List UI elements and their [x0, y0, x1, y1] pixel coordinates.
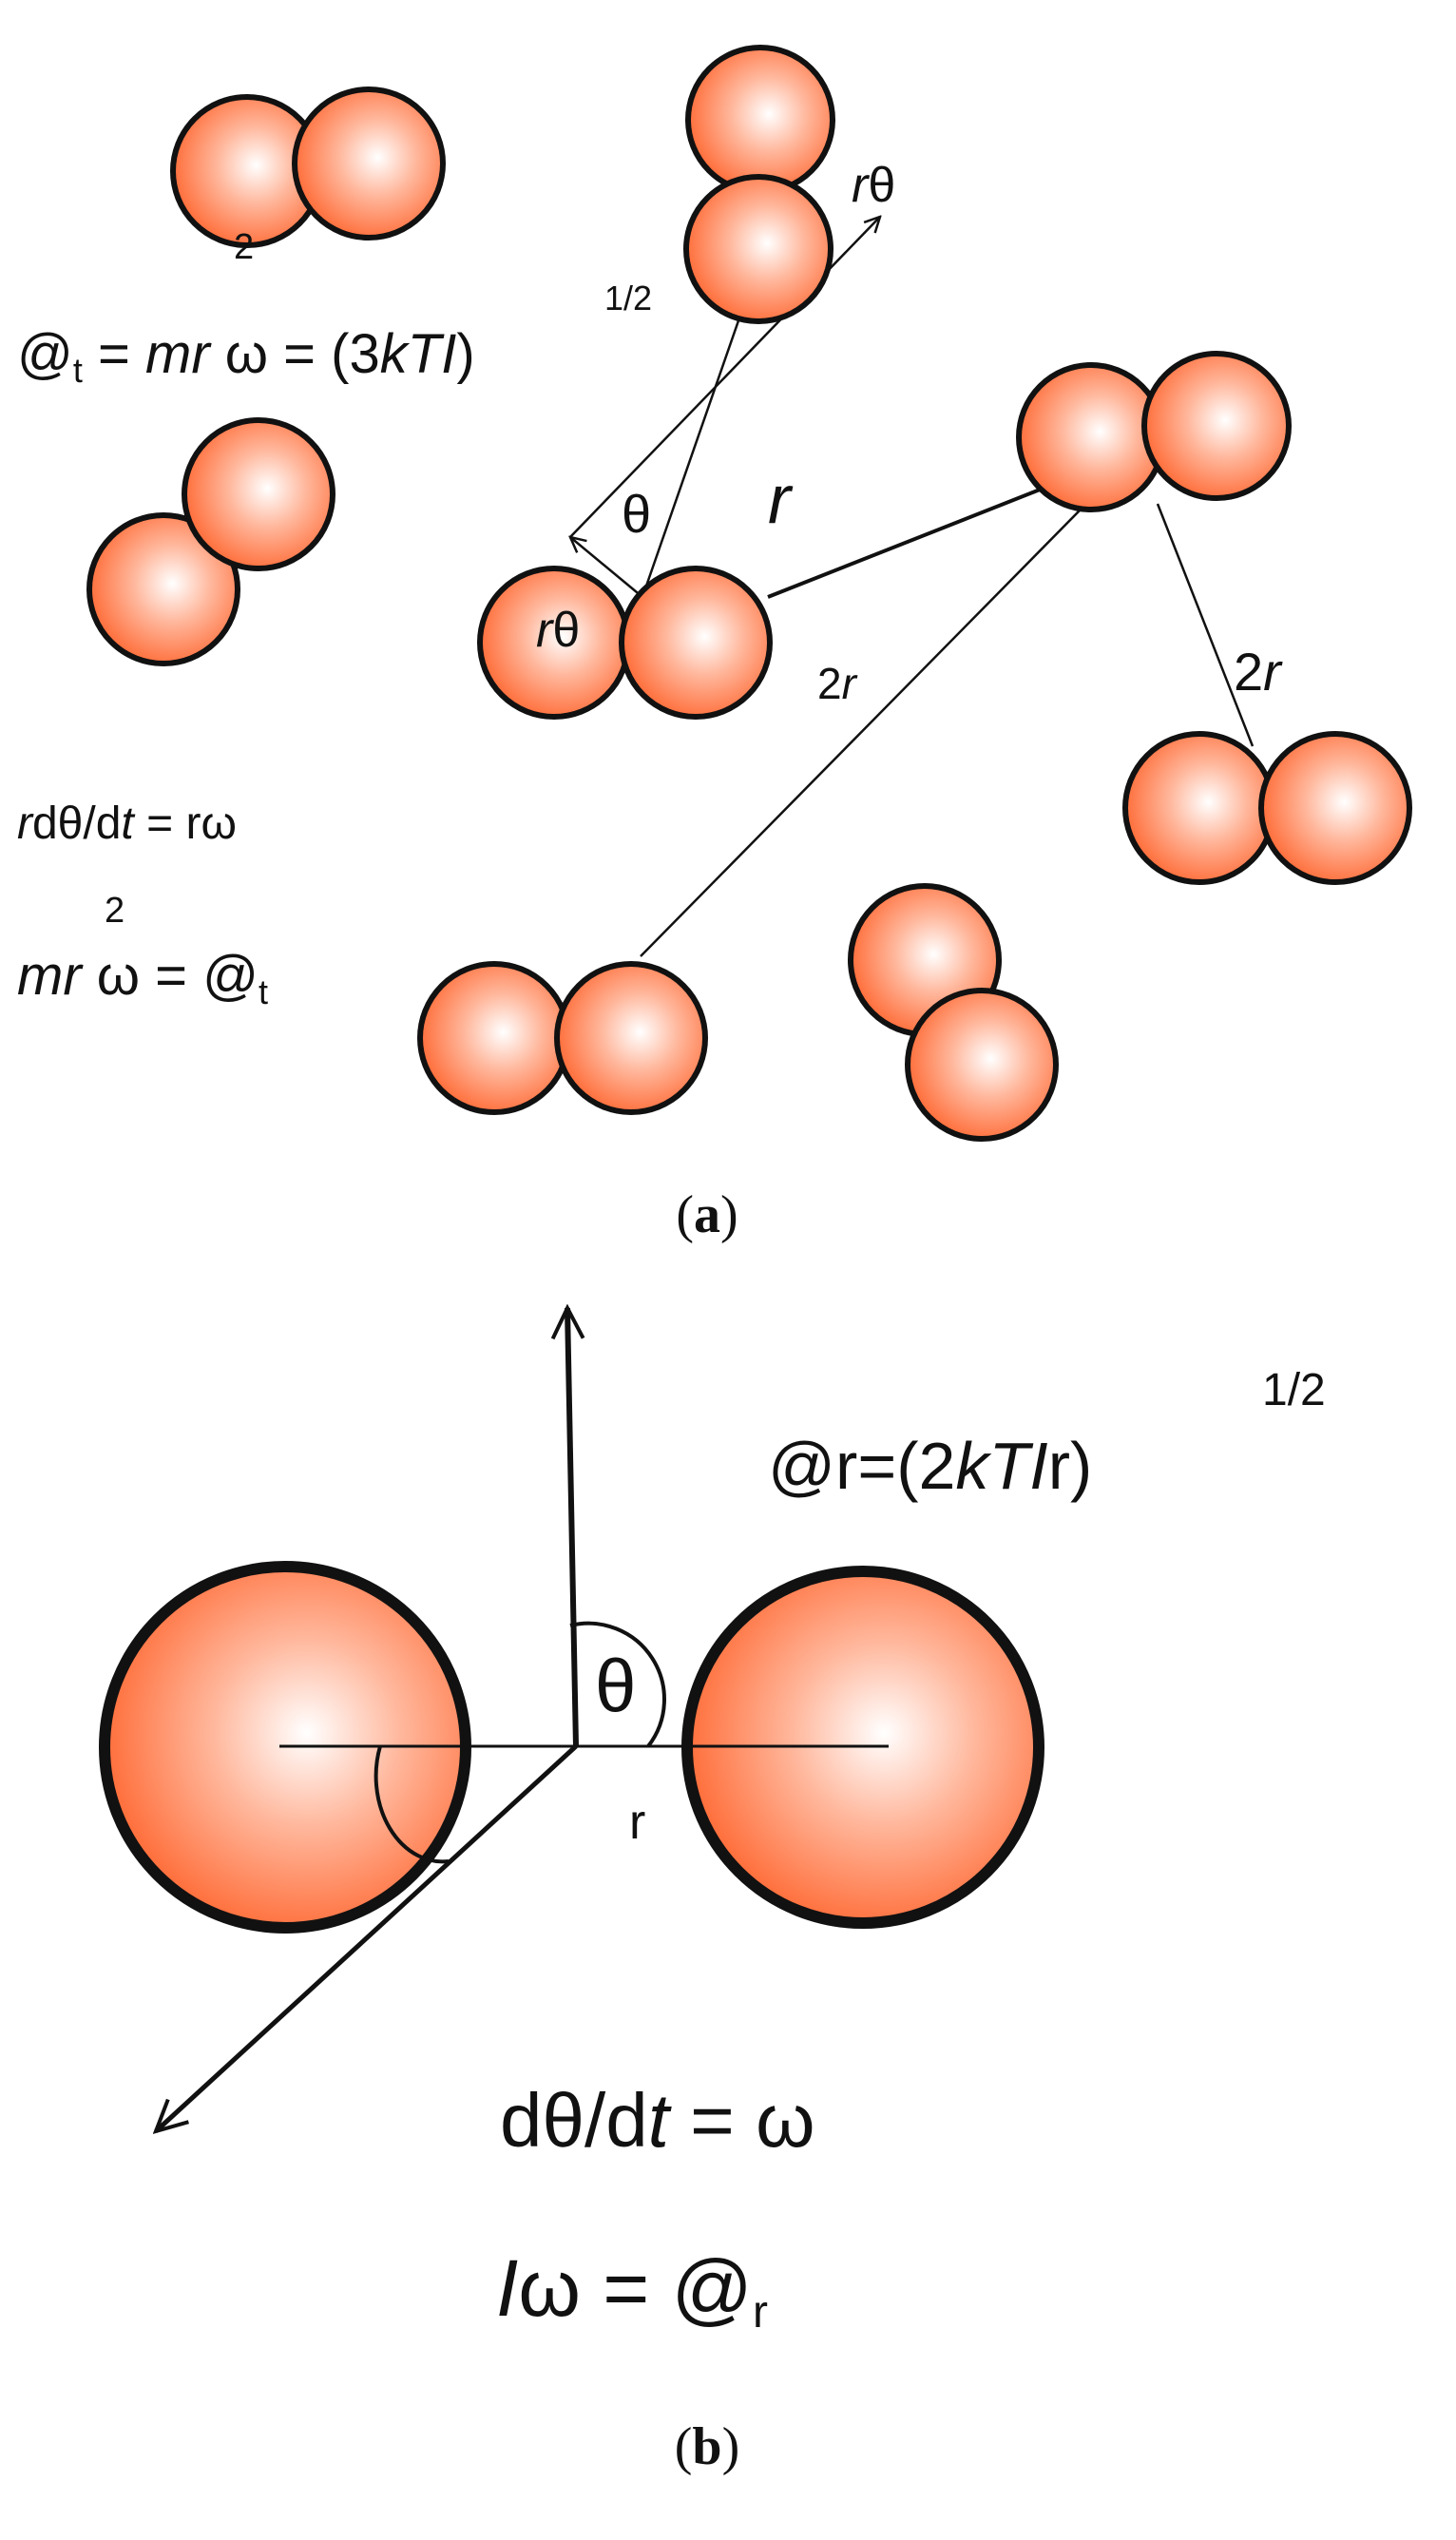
equation-rotational: @r=(2kTIr): [768, 1429, 1092, 1503]
line-2r-right: [1156, 503, 1255, 747]
label-rtheta-left: rθ: [536, 603, 580, 658]
molecules-a: [86, 45, 1412, 1142]
label-theta: θ: [622, 484, 651, 544]
atom: [1016, 362, 1166, 512]
vertical-axis-arrow: [567, 1308, 576, 1747]
atom: [417, 961, 571, 1115]
atom: [905, 988, 1059, 1142]
atom: [1258, 731, 1412, 885]
equation-translational: @t = mr ω = (3kTI): [17, 323, 475, 390]
atom: [292, 87, 446, 241]
equation-angular-momentum: mr ω = @t: [17, 945, 268, 1011]
caption-b: (b): [675, 2417, 739, 2476]
label-rtheta-top: rθ: [852, 158, 895, 213]
atom: [86, 512, 240, 666]
angle-arc-left: [374, 1745, 450, 1864]
diagonal-axis-arrow: [156, 1744, 578, 2131]
equation-rotational-sup-half: 1/2: [1262, 1365, 1326, 1415]
label-r-b: r: [629, 1795, 645, 1850]
atom: [619, 566, 773, 720]
panel-b: @r=(2kTIr) 1/2 θ r dθ/dt = ω Iω = @r (b): [99, 1308, 1326, 2476]
label-2r-center: 2r: [817, 659, 858, 708]
theta-arc: [569, 1621, 666, 1748]
atom: [1122, 731, 1276, 885]
equation-dtheta-dt: dθ/dt = ω: [500, 2078, 815, 2163]
equation-rdtheta: rdθ/dt = rω: [17, 799, 237, 849]
equation-angular-momentum-sup2: 2: [105, 891, 125, 931]
atom: [685, 45, 835, 195]
equation-translational-sup-half: 1/2: [604, 279, 652, 318]
label-2r-right: 2r: [1234, 642, 1283, 702]
atom: [1141, 351, 1292, 501]
panel-a: @t = mr ω = (3kTI) 2 1/2 rdθ/dt = rω mr …: [17, 45, 1412, 1244]
label-theta-b: θ: [595, 1644, 636, 1727]
arrow-rtheta-left: [570, 537, 643, 598]
atom: [554, 961, 708, 1115]
label-r: r: [768, 462, 794, 538]
equation-I-omega: Iω = @r: [496, 2243, 768, 2338]
caption-a: (a): [676, 1185, 738, 1244]
axes-b: [156, 1308, 889, 2131]
atom: [683, 174, 833, 324]
atom: [182, 417, 335, 571]
equation-translational-sup2: 2: [234, 227, 254, 267]
line-2r-center: [640, 450, 1140, 957]
